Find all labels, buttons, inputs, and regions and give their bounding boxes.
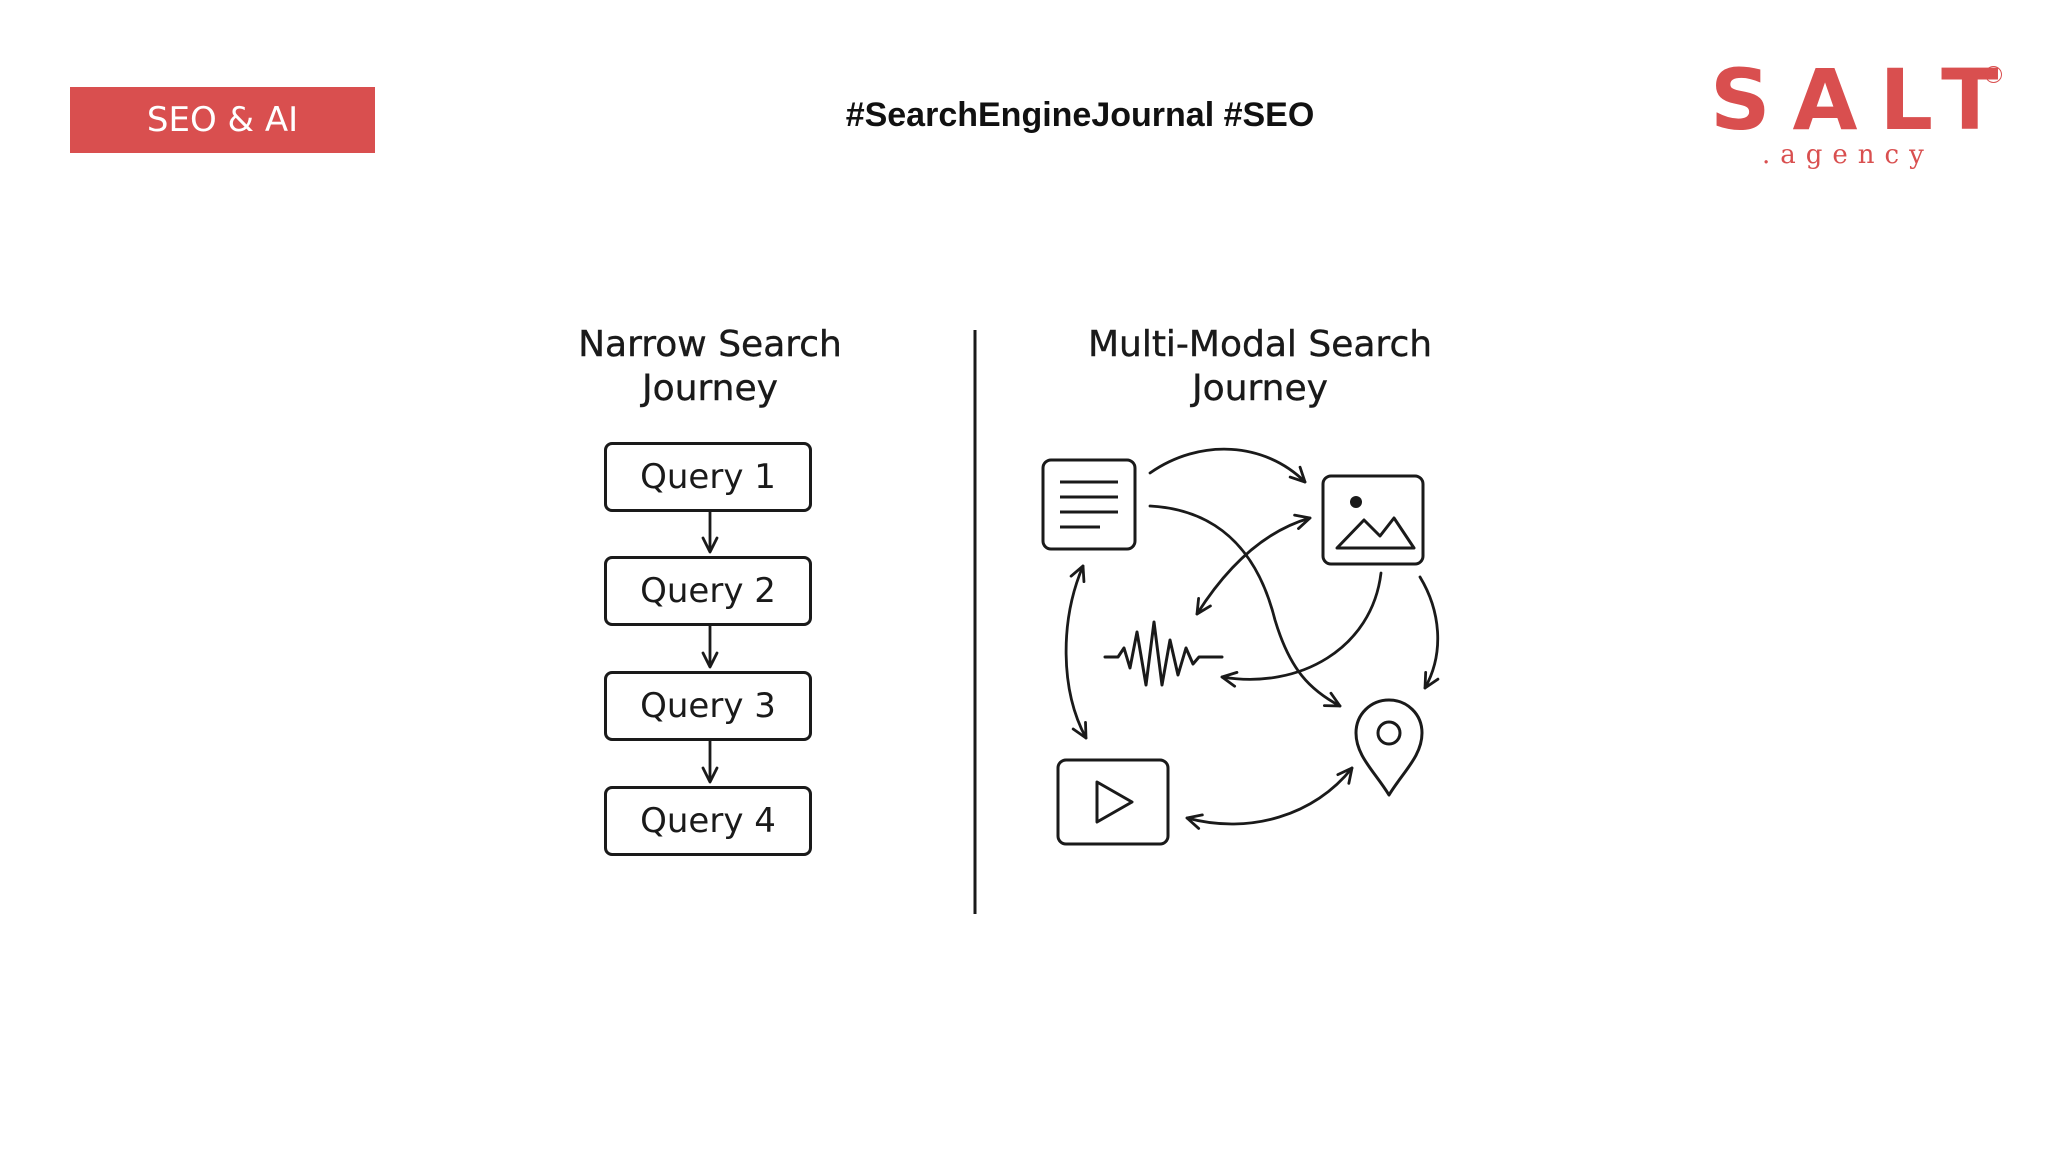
arrow-image-audio-bidirectional xyxy=(1195,513,1312,616)
arrow-document-video-bidirectional xyxy=(1064,564,1088,740)
seo-ai-badge-label: SEO & AI xyxy=(146,100,299,140)
image-icon xyxy=(1321,474,1425,566)
registered-mark: ® xyxy=(1985,66,2002,83)
salt-agency-logo: SALT ® .agency xyxy=(1710,58,2010,178)
multimodal-search-title-line2: Journey xyxy=(1192,368,1328,409)
arrow-video-pin-bidirectional xyxy=(1185,766,1354,830)
logo-wordmark: SALT xyxy=(1710,51,2021,149)
document-icon xyxy=(1041,458,1137,551)
logo-subtitle: .agency xyxy=(1762,140,1934,170)
multimodal-connector-arrows xyxy=(1064,447,1440,830)
arrow-document-to-image xyxy=(1148,447,1307,484)
audio-wave-icon xyxy=(1103,620,1224,687)
narrow-search-title-line1: Narrow Search xyxy=(578,324,842,365)
arrow-image-to-right xyxy=(1418,575,1440,690)
arrow-image-to-audio xyxy=(1220,571,1383,688)
hashtags-heading: #SearchEngineJournal #SEO xyxy=(845,96,1315,134)
query-box-4: Query 4 xyxy=(604,786,812,856)
query-box-3: Query 3 xyxy=(604,671,812,741)
query-box-1: Query 1 xyxy=(604,442,812,512)
location-pin-icon xyxy=(1354,698,1424,797)
multimodal-search-title: Multi-Modal Search Journey xyxy=(1060,323,1460,411)
narrow-search-title: Narrow Search Journey xyxy=(550,323,870,411)
video-play-icon xyxy=(1056,758,1170,846)
query-box-2: Query 2 xyxy=(604,556,812,626)
multimodal-search-title-line1: Multi-Modal Search xyxy=(1087,324,1433,365)
narrow-search-title-line2: Journey xyxy=(642,368,778,409)
seo-ai-badge: SEO & AI xyxy=(70,87,375,153)
